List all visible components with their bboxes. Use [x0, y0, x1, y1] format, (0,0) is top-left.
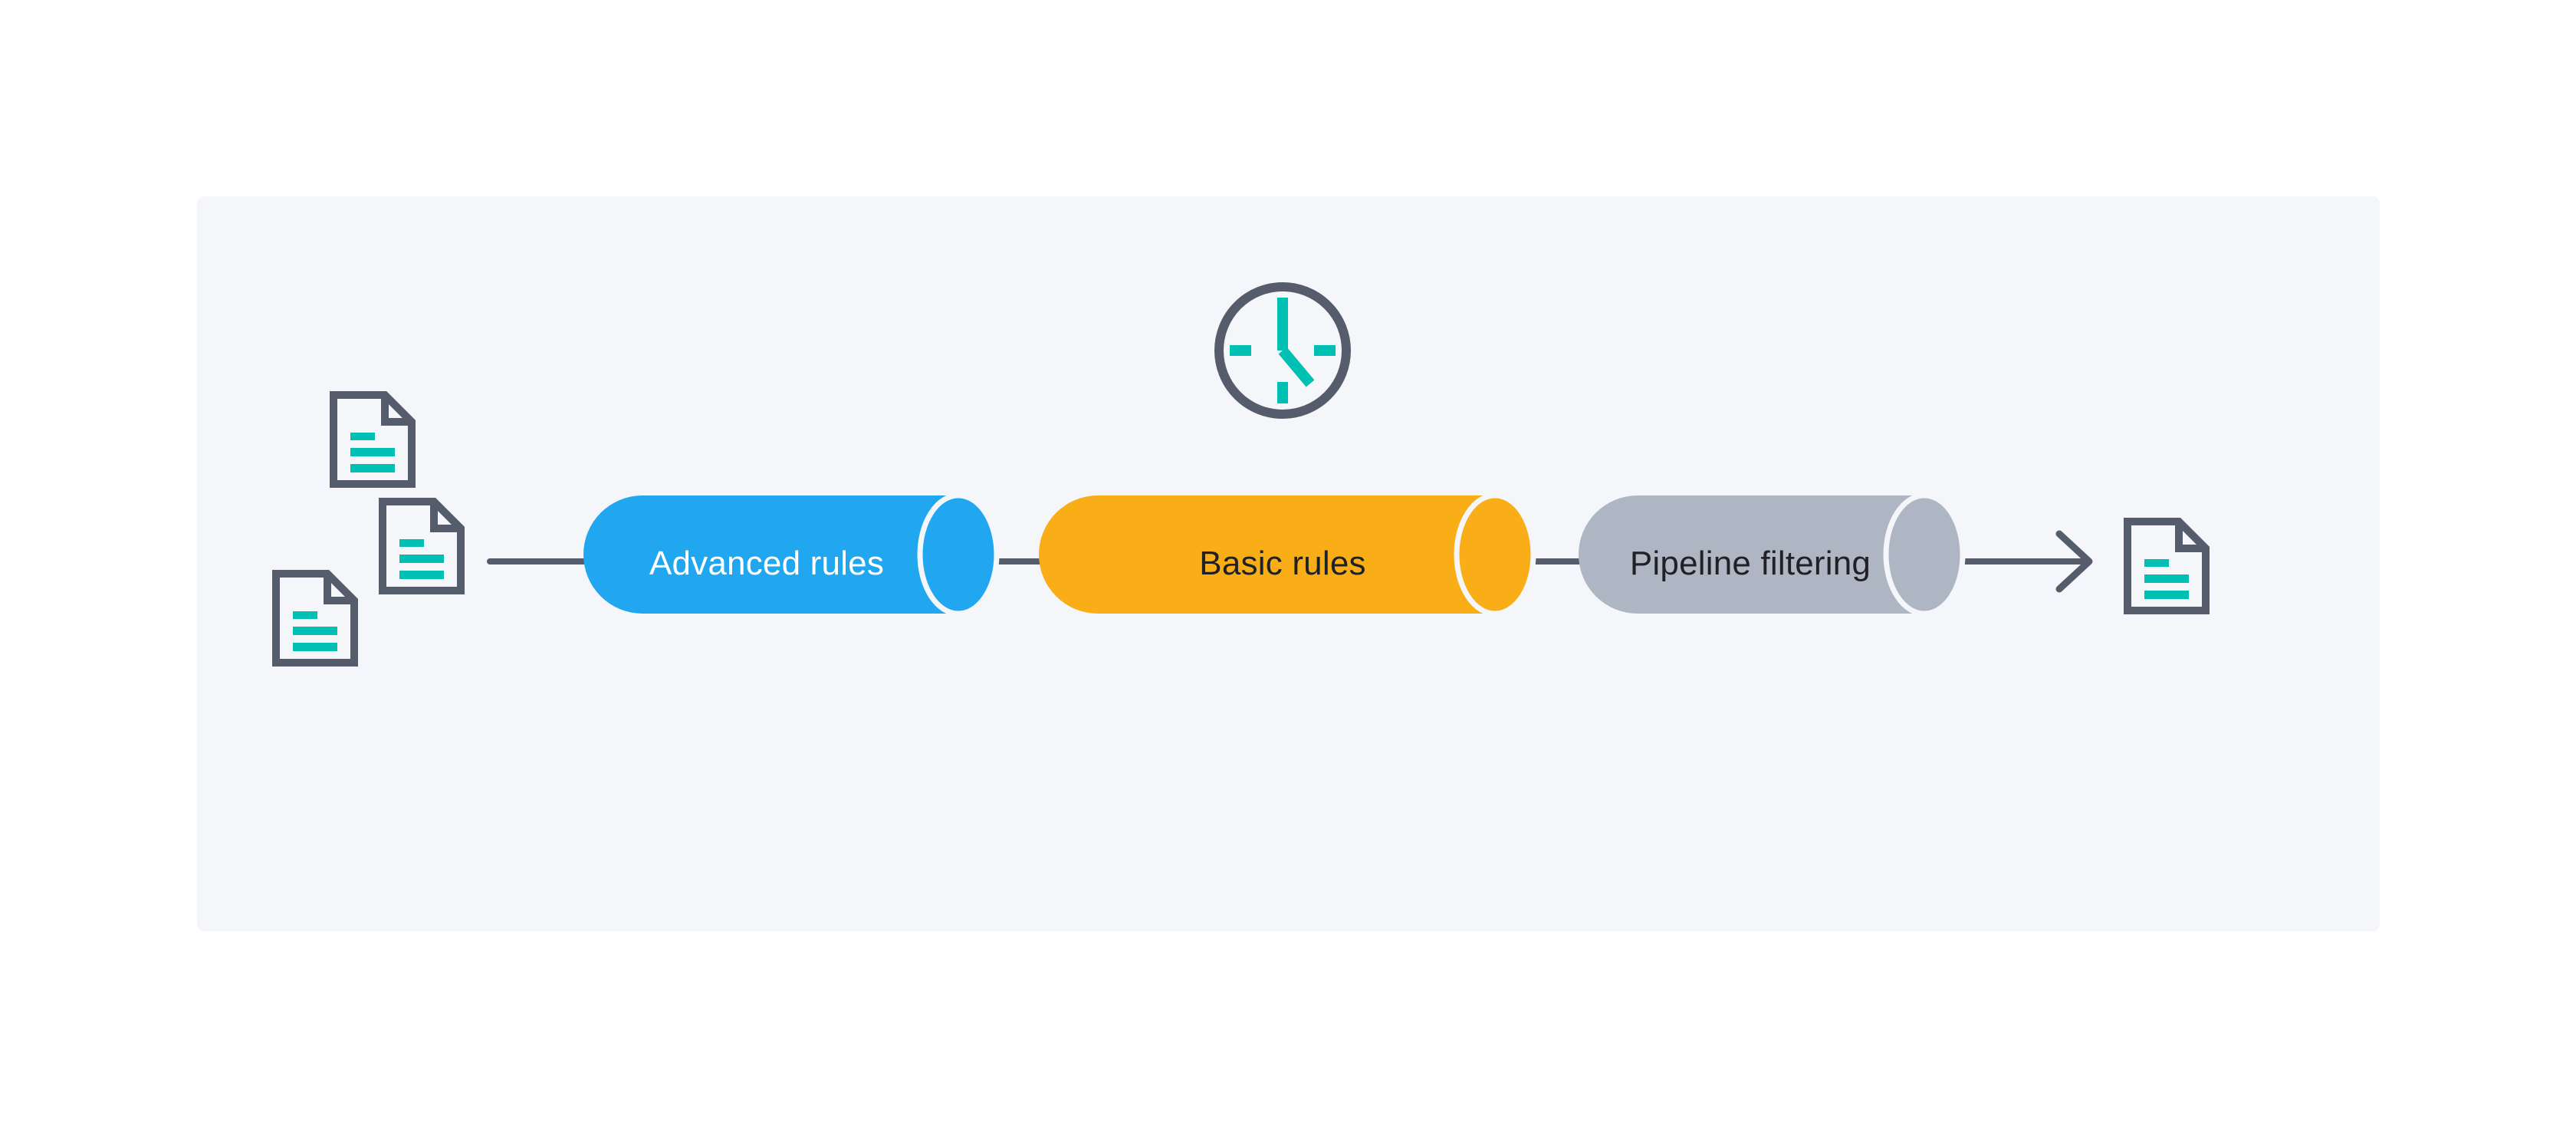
clock-tick-3 [1314, 345, 1336, 356]
cylinder-end-cap [1454, 492, 1536, 617]
document-icon [334, 395, 412, 484]
stage-advanced-rules[interactable]: Advanced rules [583, 492, 1000, 617]
clock-tick-12 [1277, 298, 1288, 319]
output-documents-group [2128, 522, 2206, 611]
clock-tick-9 [1230, 345, 1251, 356]
cylinder-end-cap [917, 492, 1000, 617]
clock-ring [1214, 282, 1351, 419]
connector-filtering-to-output [1960, 530, 2093, 593]
cylinder-body [1039, 495, 1495, 614]
stage-label: Pipeline filtering [1630, 545, 1871, 582]
document-icon [383, 502, 461, 591]
cylinder-body [1579, 495, 1924, 614]
clock-minute-hand [1278, 347, 1315, 387]
stage-label: Advanced rules [649, 545, 884, 582]
stage-label: Basic rules [1199, 545, 1365, 582]
input-documents-group [276, 395, 461, 663]
cylinder-end-cap [1883, 492, 1966, 617]
document-icon [2128, 522, 2206, 611]
stage-basic-rules[interactable]: Basic rules [1039, 492, 1536, 617]
stage-pipeline-filtering[interactable]: Pipeline filtering [1579, 492, 1966, 617]
clock-tick-6 [1277, 382, 1288, 403]
clock-icon [1214, 282, 1351, 419]
arrow-right-icon [2055, 530, 2093, 593]
cylinder-body [583, 495, 958, 614]
document-icon [276, 574, 354, 663]
